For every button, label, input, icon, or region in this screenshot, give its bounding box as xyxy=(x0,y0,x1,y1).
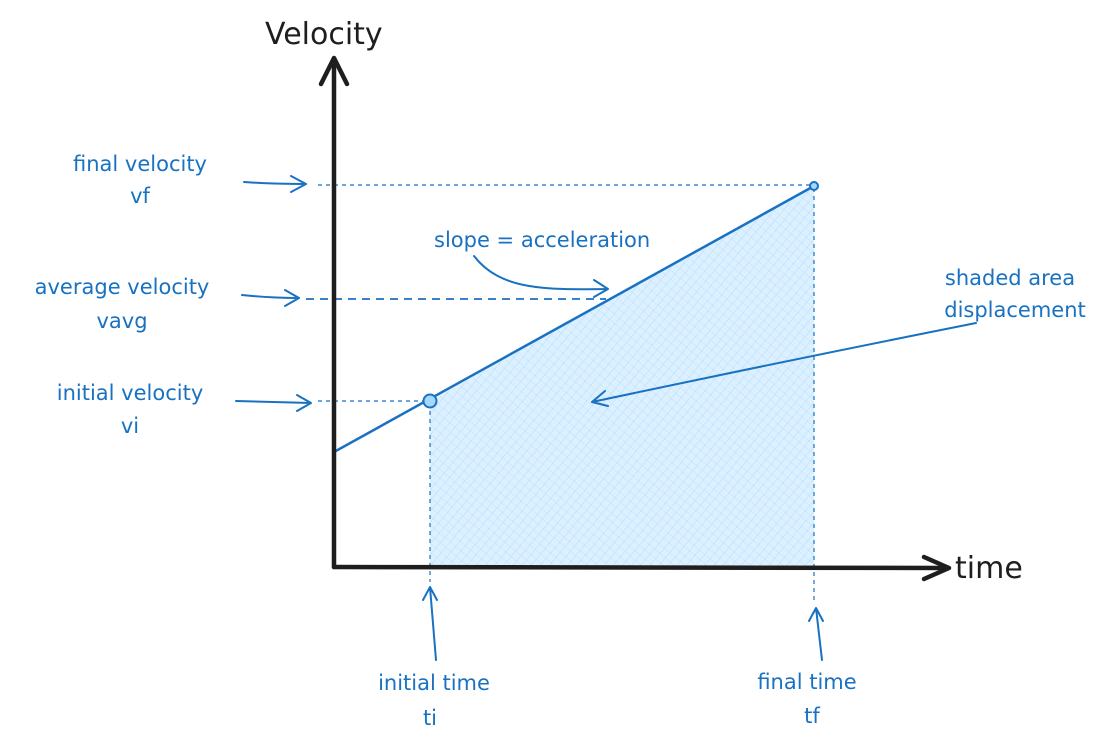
displacement-arrow xyxy=(591,322,977,407)
final-time-symbol: tf xyxy=(804,704,820,728)
y-axis-title: Velocity xyxy=(265,17,383,52)
final-velocity-annotation: final velocity vf xyxy=(73,152,307,208)
initial-velocity-annotation: initial velocity vi xyxy=(57,381,312,438)
x-axis-line xyxy=(331,564,951,571)
initial-time-symbol: ti xyxy=(423,706,437,730)
final-time-arrow xyxy=(808,607,824,661)
initial-velocity-label: initial velocity xyxy=(57,381,204,405)
final-velocity-arrow xyxy=(243,175,307,193)
average-velocity-arrow xyxy=(241,289,300,307)
final-point xyxy=(809,181,819,191)
initial-point xyxy=(422,393,438,409)
final-time-label: final time xyxy=(757,670,856,694)
initial-velocity-symbol: vi xyxy=(121,414,139,438)
velocity-line xyxy=(332,181,819,454)
displacement-area xyxy=(430,186,814,567)
final-time-annotation: final time tf xyxy=(757,607,857,728)
shaded-area-label: shaded area xyxy=(945,266,1075,290)
slope-annotation: slope = acceleration xyxy=(434,228,650,298)
average-velocity-annotation: average velocity vavg xyxy=(35,275,300,333)
velocity-line-segment xyxy=(332,184,816,454)
initial-time-label: initial time xyxy=(378,671,490,695)
initial-time-arrow xyxy=(422,586,438,661)
slope-arrow xyxy=(473,255,609,298)
y-axis-arrowhead xyxy=(318,55,350,87)
final-velocity-symbol: vf xyxy=(130,184,150,208)
shaded-area-meaning: displacement xyxy=(944,298,1086,322)
guide-lines xyxy=(306,184,815,602)
shaded-area-annotation: shaded area displacement xyxy=(591,266,1086,407)
initial-velocity-arrow xyxy=(235,394,312,412)
axes: Velocity time xyxy=(265,17,1023,586)
average-velocity-symbol: vavg xyxy=(96,309,147,333)
initial-time-annotation: initial time ti xyxy=(378,586,490,730)
final-velocity-label: final velocity xyxy=(73,152,207,176)
average-velocity-label: average velocity xyxy=(35,275,210,299)
shaded-area-hatch-b xyxy=(430,186,814,567)
x-axis-arrowhead xyxy=(921,554,952,582)
x-axis-title: time xyxy=(955,551,1023,586)
slope-label: slope = acceleration xyxy=(434,228,650,252)
